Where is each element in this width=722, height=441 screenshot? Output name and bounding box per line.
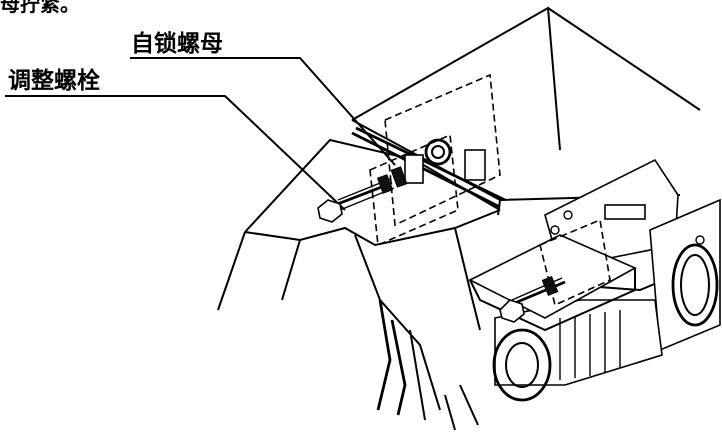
bearing-inner bbox=[431, 145, 445, 159]
self-locking-nut-right bbox=[541, 276, 559, 296]
nut-leader-line bbox=[130, 57, 396, 166]
adjusting-bolt-label: 调整螺栓 bbox=[8, 68, 100, 94]
self-locking-nut-label: 自锁螺母 bbox=[131, 31, 223, 57]
bearing-plate bbox=[351, 73, 506, 247]
top-text-fragment: 母拧紧。 bbox=[0, 0, 80, 16]
terminal-box bbox=[468, 210, 705, 332]
bolt-leader-line bbox=[5, 95, 346, 211]
left-adjusting-bolt bbox=[317, 166, 408, 223]
bolt-head bbox=[317, 199, 343, 223]
bearing-outer bbox=[424, 138, 452, 166]
gearbox-cover bbox=[671, 243, 719, 327]
self-locking-nut-left bbox=[376, 174, 394, 194]
leader-lines bbox=[5, 57, 396, 211]
motor-end-cap bbox=[492, 328, 552, 402]
frame-body bbox=[217, 138, 501, 431]
